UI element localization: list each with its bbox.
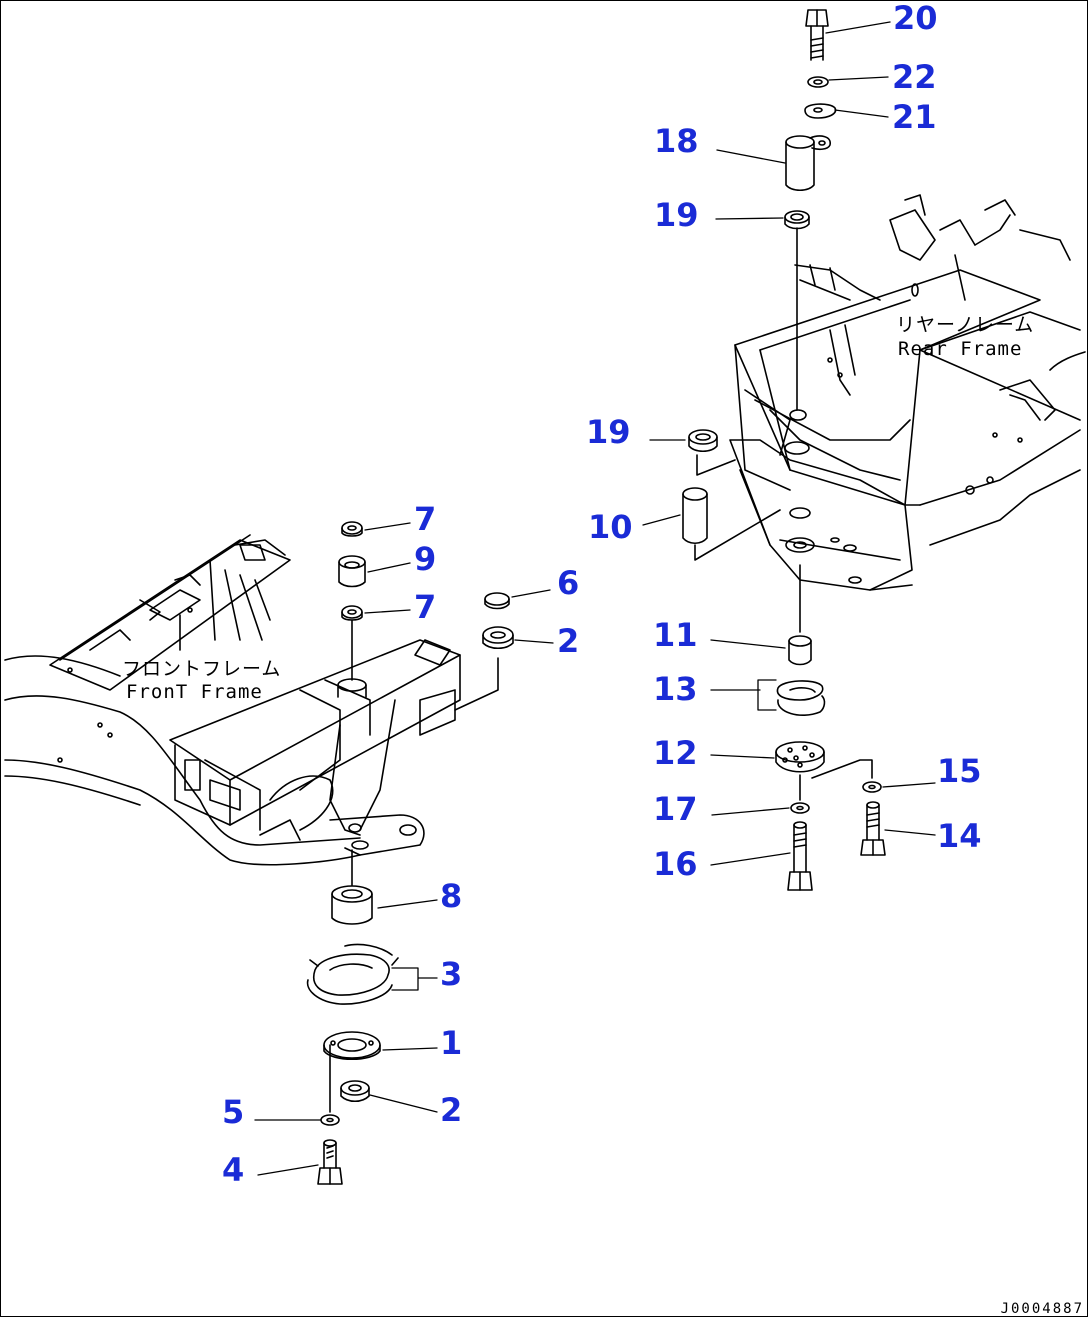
callout-19-upper: 19 xyxy=(654,196,699,234)
callout-3: 3 xyxy=(440,955,463,993)
drawing-code: J0004887 xyxy=(1000,1301,1084,1317)
callout-15: 15 xyxy=(937,752,982,790)
callout-7-lower: 7 xyxy=(414,588,437,626)
front-hinge-parts xyxy=(308,522,513,1184)
front-frame-label-en: FronT Frame xyxy=(126,681,263,703)
rear-frame-label-jp: リヤーノレーム xyxy=(896,314,1035,336)
leader-lines xyxy=(255,22,935,1175)
callout-22: 22 xyxy=(892,58,937,96)
rear-hinge-parts xyxy=(683,10,885,890)
callout-20: 20 xyxy=(893,0,938,37)
rear-frame-label-en: Rear Frame xyxy=(898,338,1023,360)
callout-8: 8 xyxy=(440,877,463,915)
callout-5: 5 xyxy=(222,1093,245,1131)
callout-21: 21 xyxy=(892,98,937,136)
rear-frame xyxy=(695,195,1085,590)
callout-2-lower: 2 xyxy=(440,1091,463,1129)
front-frame xyxy=(5,535,498,865)
callout-1: 1 xyxy=(440,1024,463,1062)
callout-14: 14 xyxy=(937,817,982,855)
callout-9: 9 xyxy=(414,540,437,578)
callout-6: 6 xyxy=(557,564,580,602)
callout-4: 4 xyxy=(222,1151,245,1189)
callout-18: 18 xyxy=(654,122,699,160)
callout-16: 16 xyxy=(653,845,698,883)
front-frame-label-jp: フロントフレーム xyxy=(122,658,282,680)
callout-17: 17 xyxy=(653,790,698,828)
callout-10: 10 xyxy=(588,508,633,546)
callout-7-upper: 7 xyxy=(414,500,437,538)
callout-13: 13 xyxy=(653,670,698,708)
callout-11: 11 xyxy=(653,616,698,654)
callout-12: 12 xyxy=(653,734,698,772)
callout-19-lower: 19 xyxy=(586,413,631,451)
callout-2-upper: 2 xyxy=(557,622,580,660)
